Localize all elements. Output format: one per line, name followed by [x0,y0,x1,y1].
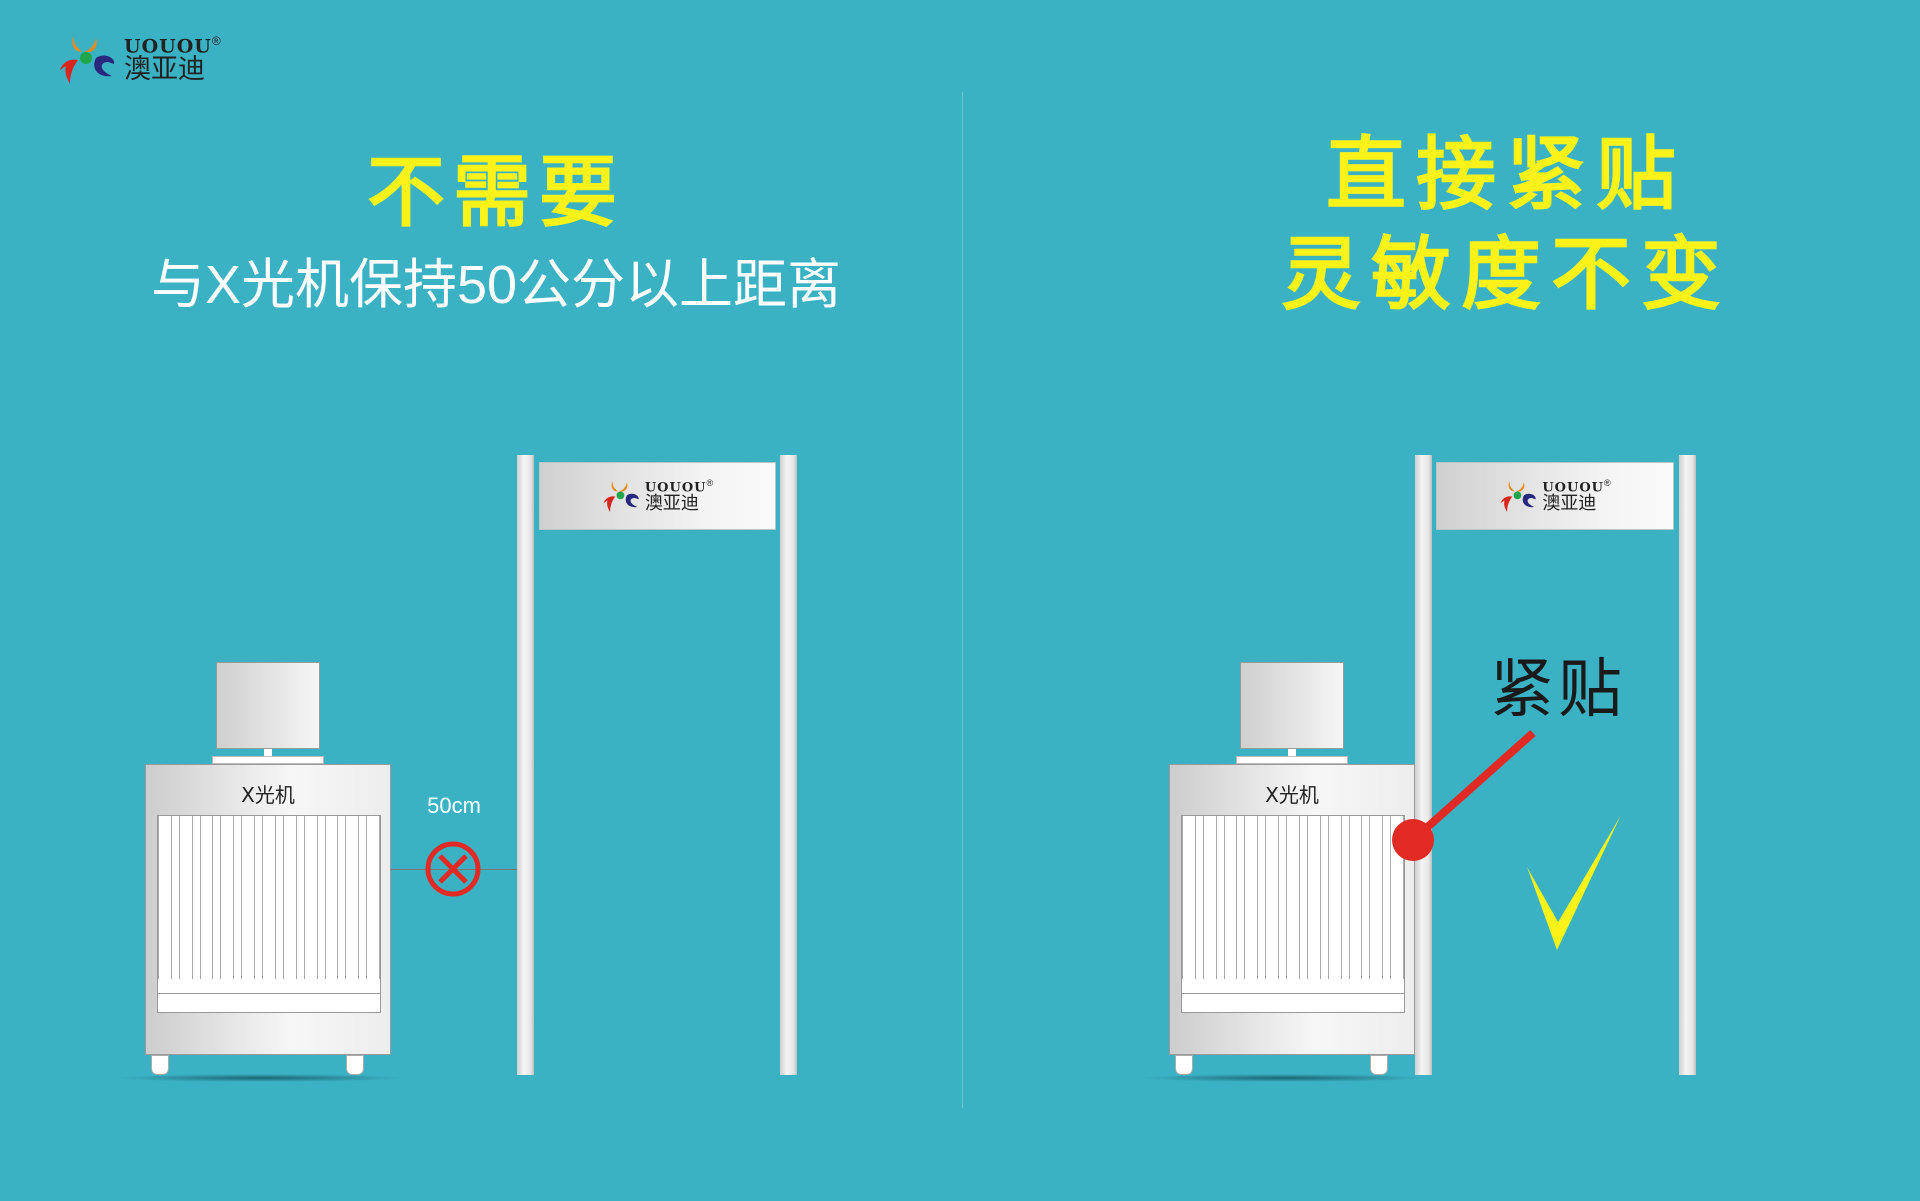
machine-foot [1175,1055,1193,1075]
distance-label: 50cm [427,793,481,818]
checkmark-icon [1527,815,1621,950]
logo-mark-icon [1500,481,1537,513]
gate-logo: UOUOU® 澳亚迪 [1498,477,1611,515]
right-title-line2: 灵敏度不变 [1281,228,1731,321]
gate-post-right [780,455,797,1075]
left-title: 不需要 [366,148,625,238]
callout-label: 紧贴 [1490,653,1626,727]
gate-sign: UOUOU® 澳亚迪 [1436,462,1674,530]
prohibited-x-icon [425,841,481,897]
gate-post-left [517,455,534,1075]
machine-foot [1370,1055,1388,1075]
xray-monitor [1240,662,1344,749]
left-subtitle: 与X光机保持50公分以上距离 [150,255,842,315]
gate-post-left [1415,455,1432,1075]
monitor-base [212,756,324,764]
xray-machine-label: X光机 [1265,783,1319,807]
gate-post-right [1679,455,1696,1075]
right-title-line1: 直接紧贴 [1326,128,1686,221]
monitor-base [1236,756,1348,764]
xray-tunnel [157,815,381,1013]
xray-monitor [216,662,320,749]
machine-shadow [1139,1074,1429,1082]
logo-name-text: 澳亚迪 [124,54,205,86]
xray-machine-label: X光机 [241,783,295,807]
logo-mark-icon [603,481,639,513]
logo-brand-text: UOUOU® [124,33,222,58]
center-divider [962,92,963,1108]
monitor-stand [264,749,272,756]
brand-logo: UOUOU® 澳亚迪 [56,30,222,88]
machine-foot [151,1055,169,1075]
machine-shadow [115,1074,405,1082]
xray-machine: X光机 [1169,764,1415,1055]
logo-mark-icon [60,36,115,84]
machine-foot [346,1055,364,1075]
gate-logo: UOUOU® 澳亚迪 [601,477,714,515]
callout-pointer [1392,730,1536,861]
xray-machine: X光机 [145,764,391,1055]
xray-tunnel [1181,815,1405,1013]
gate-sign: UOUOU® 澳亚迪 [539,462,776,530]
monitor-stand [1288,749,1296,756]
